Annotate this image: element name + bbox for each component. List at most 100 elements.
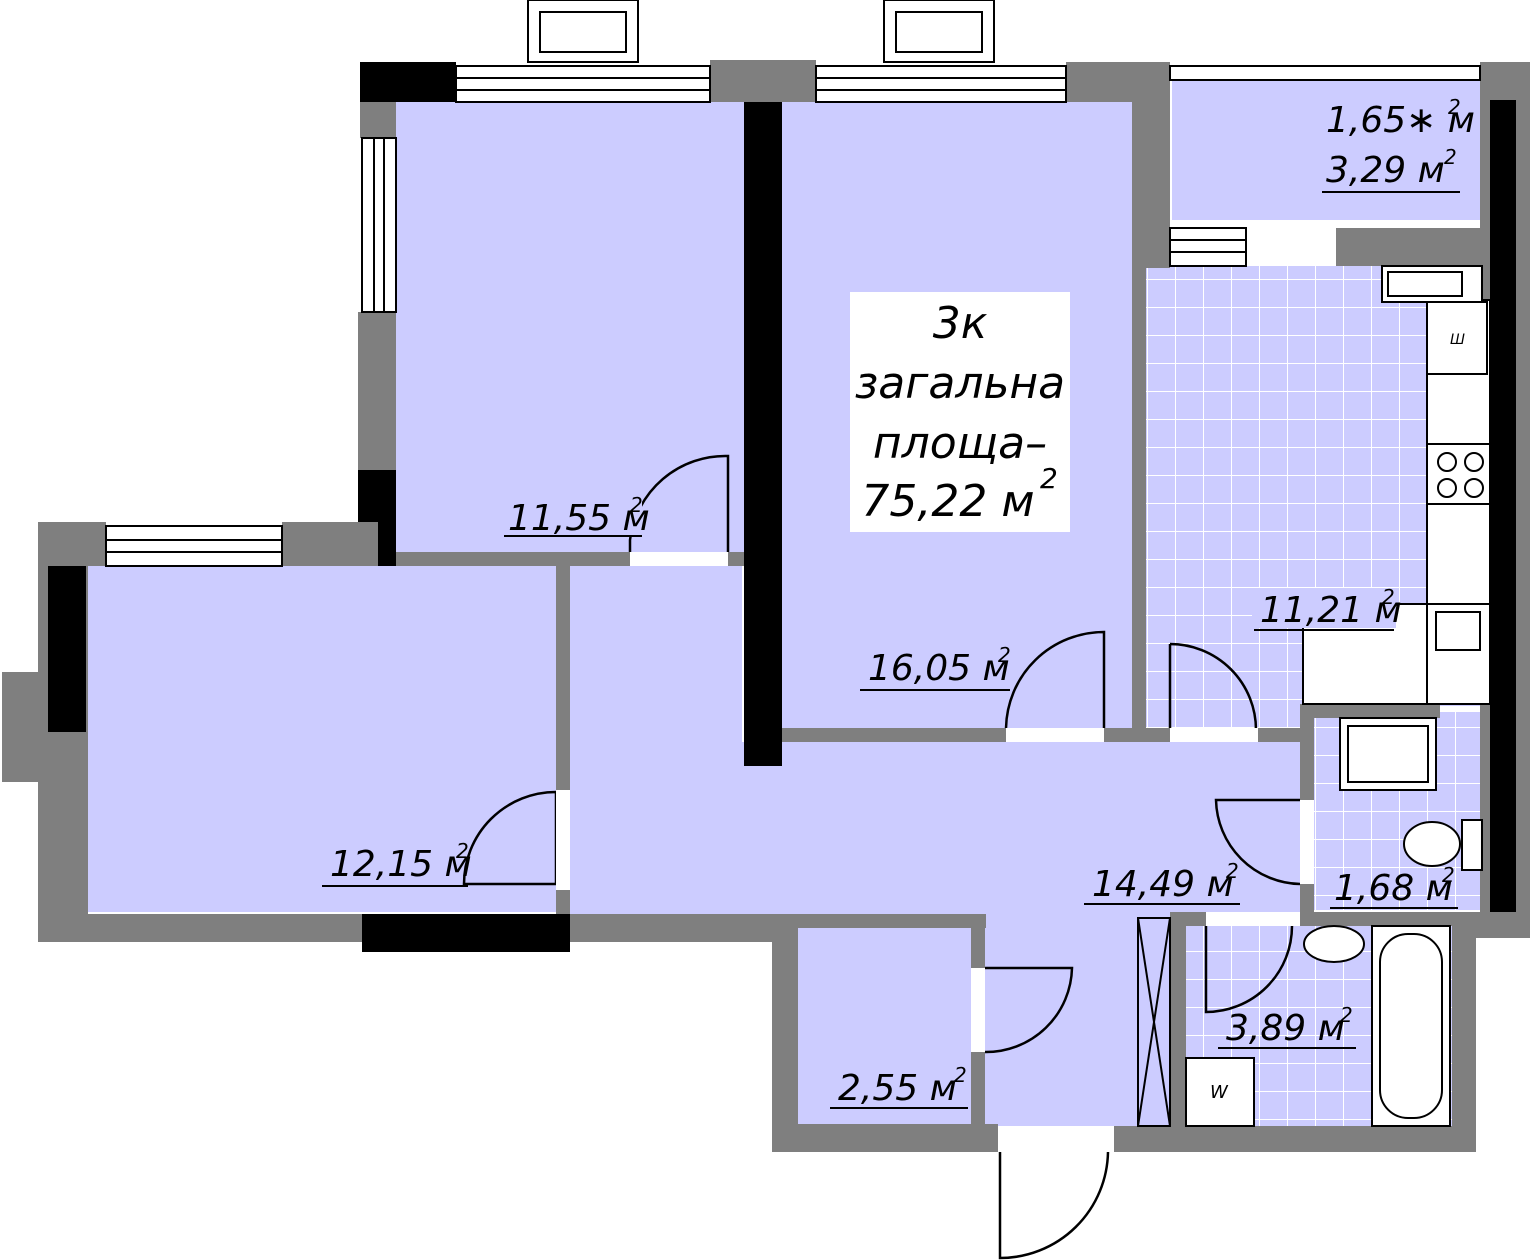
wall [396,552,630,566]
door-bath [1204,925,1294,1014]
area-sup: 2 [456,839,469,863]
opening [998,1126,1114,1152]
wall [362,914,570,952]
balcony-floor [1172,80,1482,220]
bedroom-1-floor [396,102,744,552]
area-text: 1,68 м [1334,868,1453,909]
rooms-code: 3к [933,298,988,349]
wall [358,312,396,472]
area-sup: 2 [1442,863,1455,887]
wardrobe [1137,917,1171,1127]
area-text: 11,55 м [508,498,650,539]
toilet-bowl [1403,821,1461,867]
area-sup: 2 [1448,95,1461,119]
wall [282,522,378,566]
opening [1006,728,1104,742]
wall [772,914,798,1152]
opening [1206,912,1300,926]
area-label-storage: 2,55 м 2 [830,1063,968,1109]
wall [1258,728,1304,742]
wall [772,1124,998,1152]
door-openings [556,552,1314,1152]
toilet-tank [1461,819,1483,871]
title-box [850,292,1070,532]
wall [1104,728,1170,742]
area-text: 12,15 м [330,844,472,885]
wall [1300,884,1314,914]
wall [360,62,456,102]
area-text: 3,29 м [1326,150,1445,191]
storage-floor [797,928,971,1124]
wall [2,672,44,782]
wall [360,102,396,138]
hall-floor-2 [742,742,1302,922]
door-toilet [1214,798,1301,886]
wall [38,522,106,566]
area-sup: 2 [1444,145,1457,169]
area-sup: 2 [998,643,1011,667]
area-label-balcony-full: 3,29 м 2 [1322,145,1460,193]
window [455,65,711,103]
area-label-bedroom-1: 11,55 м 2 [500,493,650,539]
area-text: 3,89 м [1226,1008,1345,1049]
fridge [1426,301,1488,375]
wall [1490,100,1516,912]
total-label-line2: площа– [873,418,1047,469]
wall [710,60,816,102]
wall [1300,704,1314,800]
window [1169,65,1481,81]
wall [744,102,782,766]
window [105,525,283,567]
total-area-sup: 2 [1040,462,1058,495]
area-text: 2,55 м [838,1068,957,1109]
wall [971,928,985,968]
wall [88,914,364,942]
wall [1452,912,1476,1152]
wall [1132,266,1146,728]
wall [48,566,86,732]
wall [1132,62,1170,268]
area-text: 16,05 м [868,648,1010,689]
washer [1185,1057,1255,1127]
wall [728,552,744,566]
washer-mark: W [1210,1082,1229,1103]
area-label-hall: 14,49 м 2 [1084,859,1240,905]
door-kitchen [1168,642,1258,731]
apartment-title: 3к загальна площа– 75,22 м 2 [850,292,1070,532]
area-label-bathroom: 3,89 м 2 [1218,1003,1356,1049]
area-label-bedroom-2: 16,05 м 2 [860,643,1011,691]
washbasin [1303,925,1365,963]
opening [556,790,570,890]
area-label-kitchen: 11,21 м 2 [1252,585,1402,631]
door-entrance [998,1151,1110,1260]
wall [1170,912,1186,1126]
wall [1336,228,1490,266]
window [361,137,397,313]
window [1169,227,1247,267]
area-sup: 2 [630,493,643,517]
wall [971,1052,985,1124]
window [815,65,1067,103]
area-label-toilet: 1,68 м 2 [1330,863,1458,909]
hall-floor-3 [985,920,1175,1126]
opening [1300,800,1314,884]
wall [570,914,786,942]
opening [971,968,985,1052]
total-area: 75,22 м [861,476,1034,527]
windows [105,0,1481,567]
area-sup: 2 [1382,585,1395,609]
opening [1170,728,1258,742]
area-label-living-room: 12,15 м 2 [322,839,472,887]
living-room-floor [88,566,556,912]
wall [1114,1126,1476,1152]
area-label-balcony: 1,65∗ м 2 [1326,95,1475,141]
area-text: 14,49 м [1092,864,1234,905]
fridge-mark: Ш [1450,332,1465,348]
area-sup: 2 [1226,859,1239,883]
wall [782,728,1006,742]
area-sup: 2 [1340,1003,1353,1027]
wall [556,890,570,914]
area-text: 1,65∗ м [1326,100,1475,141]
wall [798,914,986,928]
